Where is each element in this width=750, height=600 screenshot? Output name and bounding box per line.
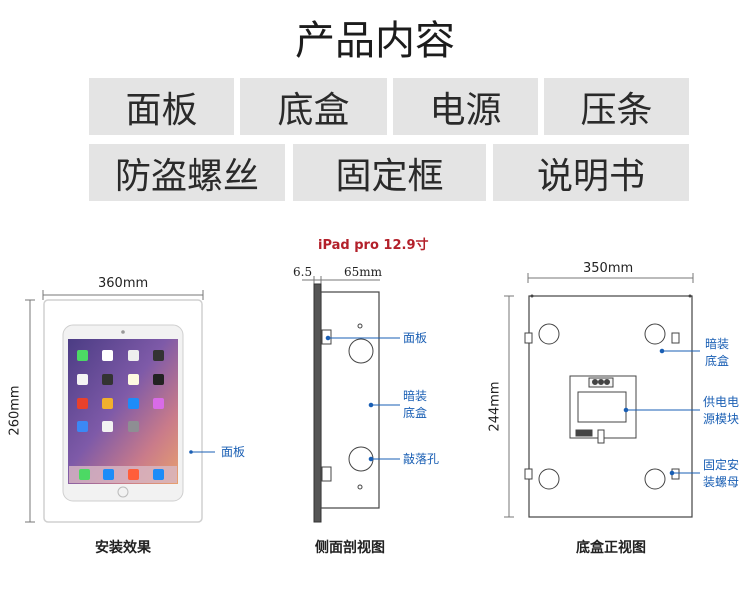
view2-dim-a: 6.5 [293,265,313,279]
view3-label-power-1: 供电电 [703,395,740,409]
app-icons [69,350,177,483]
page-title: 产品内容 [295,18,455,64]
model-label: iPad pro 12.9寸 [318,238,429,253]
view2-label-box-1: 暗装 [403,389,428,403]
item-security-screws: 防盗螺丝 [89,144,285,201]
view3-label-power-2: 源模块 [703,412,740,426]
view2-label-pointers [325,335,400,462]
side-bracket-bottom [321,466,332,482]
view1-height: 260mm [7,385,23,436]
side-panel [313,283,322,523]
view2-dim-b: 65mm [344,265,383,279]
item-fixing-frame: 固定框 [293,144,486,201]
view3-label-pointers [623,348,700,476]
item-strip: 压条 [544,78,689,135]
item-power: 电源 [393,78,538,135]
knockout-hole-top [348,338,374,364]
item-manual: 说明书 [493,144,689,201]
item-back-box: 底盒 [240,78,387,135]
view2-label-box-2: 底盒 [403,406,428,420]
view3-label-nut-1: 固定安 [703,458,740,472]
view1-label-panel: 面板 [221,445,246,459]
front-nuts [524,332,680,480]
view1-caption: 安装效果 [95,540,151,556]
ipad-camera [121,330,125,334]
view2-label-knockout: 敲落孔 [403,452,440,466]
view3-label-box-2: 底盒 [705,354,730,368]
ipad-home-button [117,486,129,498]
view2-caption: 侧面剖视图 [315,540,385,556]
view1-dimension-lines [25,290,204,523]
view3-label-nut-2: 装螺母 [703,475,740,489]
item-panel: 面板 [89,78,234,135]
view1-label-pointer [189,450,215,454]
view3-caption: 底盒正视图 [576,540,646,556]
view2-dimension-lines [302,276,380,284]
view3-width: 350mm [583,261,634,276]
view1-width: 360mm [98,276,149,291]
view3-dimension-lines [504,273,694,518]
power-module [569,375,637,444]
view2-label-panel: 面板 [403,331,428,345]
front-holes [538,323,666,490]
ipad-screen [68,339,178,484]
view3-label-box-1: 暗装 [705,337,730,351]
view3-height: 244mm [487,381,503,432]
